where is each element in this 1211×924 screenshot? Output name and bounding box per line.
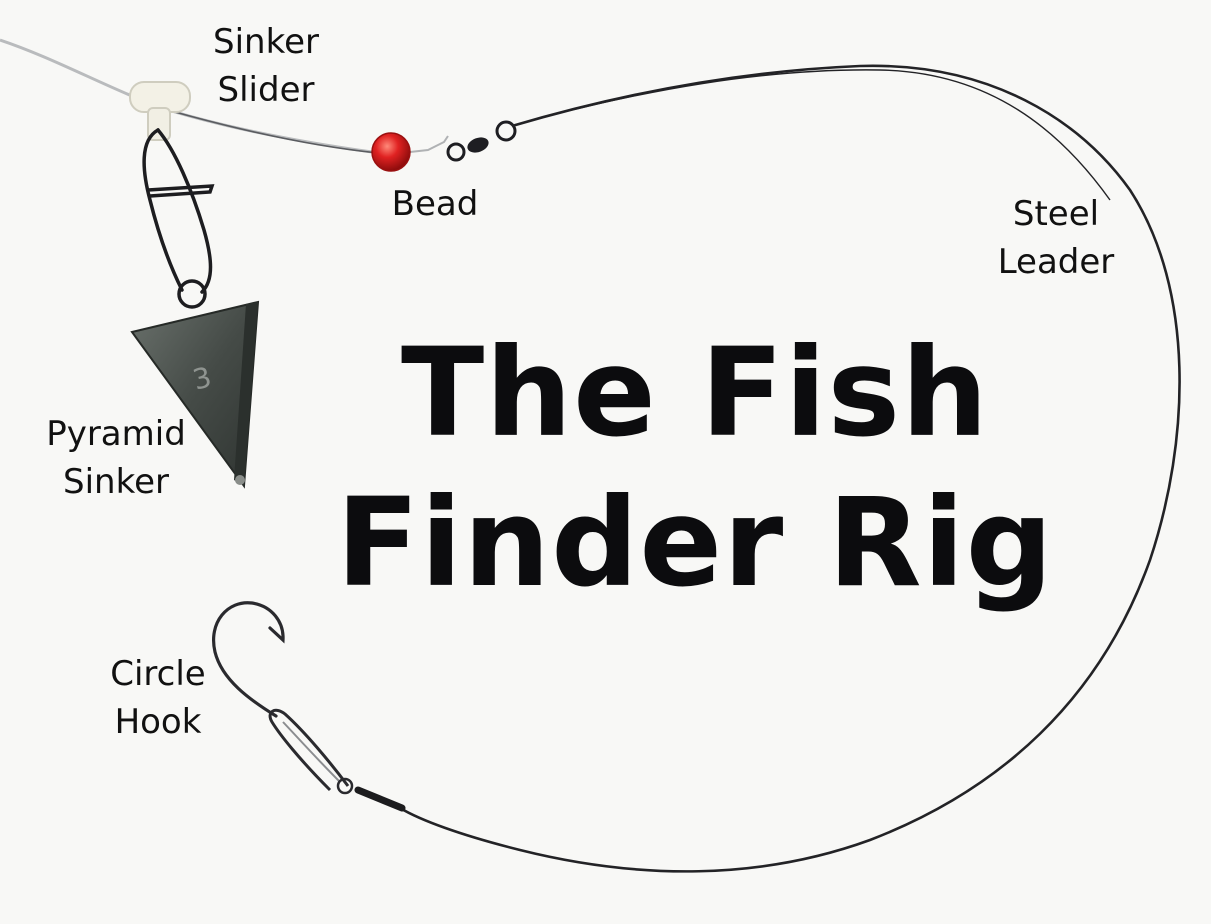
label-pyramid-sinker-line2: Sinker (63, 462, 169, 502)
label-steel-leader-line1: Steel (1012, 194, 1100, 234)
pyramid-sinker (130, 300, 260, 489)
steel-leader-strand (539, 69, 1111, 201)
label-bead-text: Bead (391, 184, 479, 224)
hook-snap (268, 708, 354, 795)
swivel (446, 120, 517, 162)
label-circle-hook: Circle Hook (96, 650, 220, 746)
label-pyramid-sinker-line1: Pyramid (46, 414, 186, 454)
label-sinker-slider-line1: Sinker (213, 22, 319, 62)
main-line-dark (174, 111, 379, 154)
label-sinker-slider: Sinker Slider (196, 18, 336, 114)
title-line-1: The Fish (401, 322, 989, 464)
bead-connector (409, 135, 449, 153)
sinker-snap (142, 128, 215, 309)
crimp-sleeve (354, 786, 406, 812)
label-sinker-slider-line2: Slider (217, 70, 315, 110)
steel-leader-line (399, 64, 1181, 873)
label-bead: Bead (380, 180, 490, 228)
title-line-2: Finder Rig (336, 472, 1054, 614)
label-steel-leader-line2: Leader (997, 242, 1115, 282)
label-steel-leader: Steel Leader (988, 190, 1124, 286)
circle-hook (212, 601, 285, 718)
label-circle-hook-line2: Hook (114, 702, 202, 742)
label-pyramid-sinker: Pyramid Sinker (30, 410, 202, 506)
label-circle-hook-line1: Circle (110, 654, 206, 694)
bead (371, 132, 411, 172)
